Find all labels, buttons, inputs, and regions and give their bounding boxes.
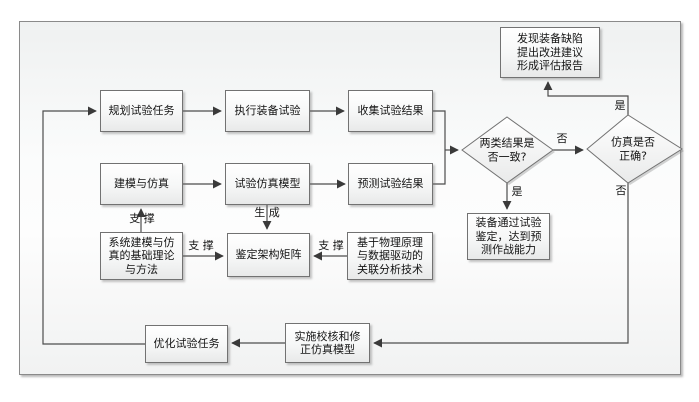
node-collect-test-results: 收集试验结果 [348,90,433,132]
node-test-simulation-model: 试验仿真模型 [225,163,310,205]
support-label-vertical: 支 撑 [129,212,155,225]
generate-label: 生 成 [254,206,280,219]
node-modeling-theory-methods: 系统建模与仿 真的基础理论 与方法 [100,232,183,280]
node-execute-equipment-test: 执行装备试验 [225,90,310,132]
support-label-left: 支 撑 [188,239,214,252]
edge-optimize-to-plan [42,106,145,345]
decision-sim-correct-diamond [586,114,683,184]
node-plan-test-tasks: 规划试验任务 [100,90,183,132]
yes-label-decision1: 是 [511,185,523,198]
node-equipment-passes: 装备通过试验 鉴定，达到预 测作战能力 [467,213,550,260]
support-label-right: 支 撑 [318,239,344,252]
yes-label-decision2: 是 [614,99,626,112]
no-label-decision2: 否 [615,184,627,197]
node-verify-revise-model: 实施校核和修 正仿真模型 [285,323,370,363]
edge-decision2-no [373,183,629,348]
node-defect-report: 发现装备缺陷 提出改进建议 形成评估报告 [500,27,600,78]
decision-sim-correct-label: 仿真是否 正确? [611,135,655,163]
decision-consistent-label: 两类结果是 否一致? [479,136,535,164]
no-label-decision1: 否 [556,132,568,145]
decision-consistent-diamond [461,116,554,184]
node-optimize-test-tasks: 优化试验任务 [145,325,228,363]
node-predict-test-results: 预测试验结果 [348,163,433,205]
node-evaluation-architecture-matrix: 鉴定架构矩阵 [227,233,310,277]
edge-results-merge [433,110,446,185]
node-modeling-simulation: 建模与仿真 [100,163,183,205]
edge-decision2-yes [543,81,629,115]
node-physics-data-analysis: 基于物理原理 与数据驱动的 关联分析技术 [347,232,433,280]
